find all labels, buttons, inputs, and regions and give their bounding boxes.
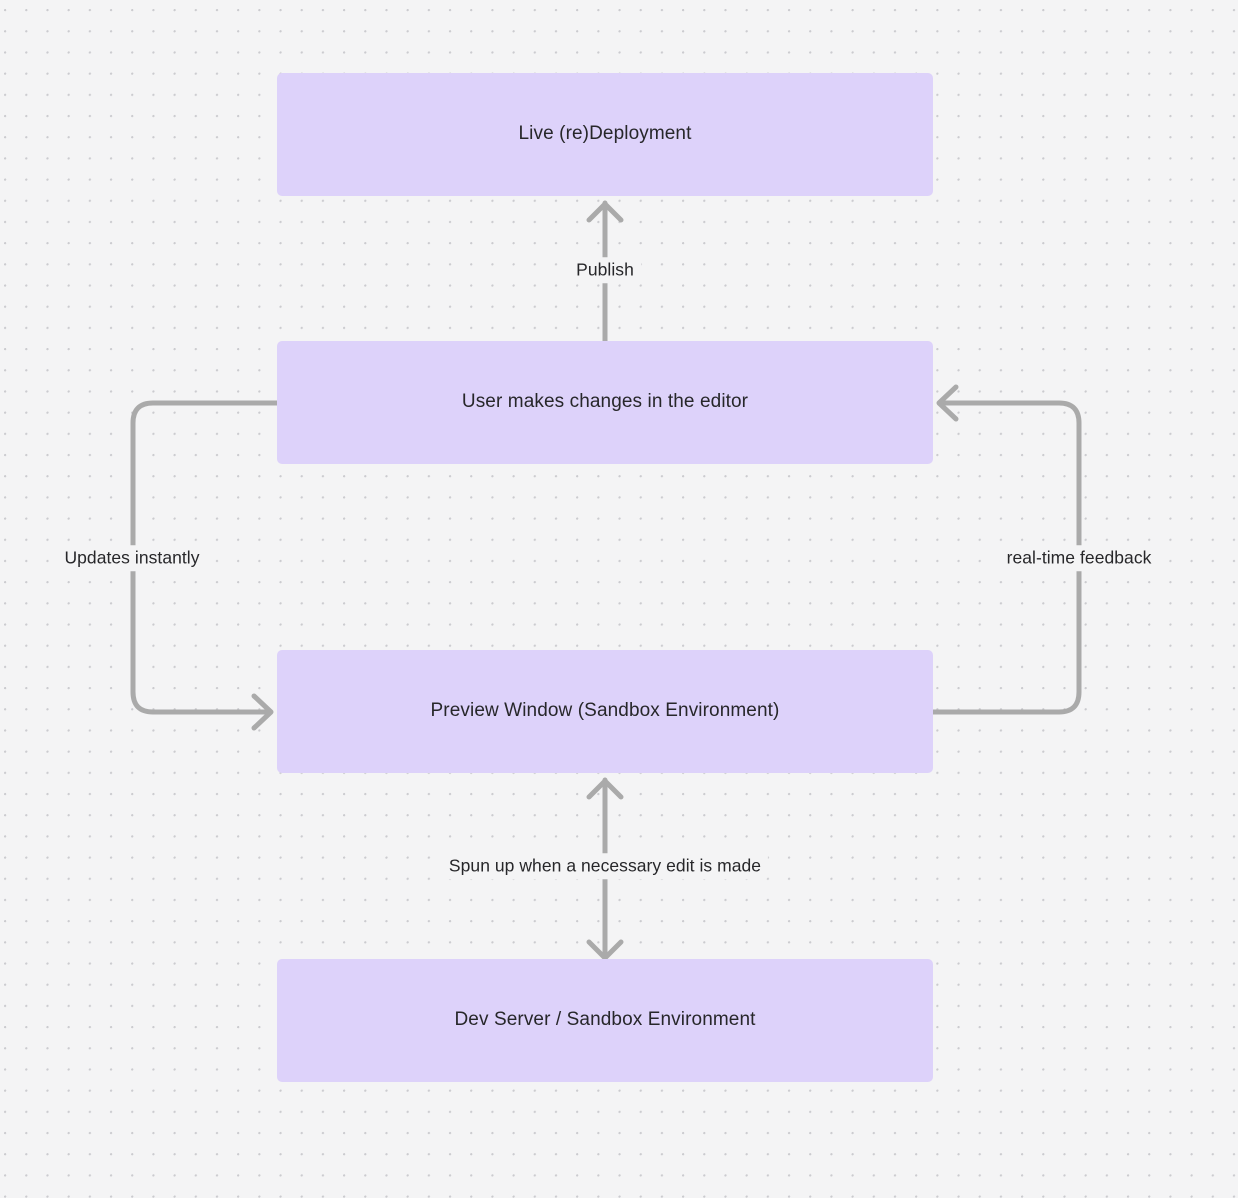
node-dev-server-label: Dev Server / Sandbox Environment xyxy=(454,1009,756,1031)
spun-up-arrowhead-down-icon xyxy=(586,939,624,961)
node-dev-server[interactable]: Dev Server / Sandbox Environment xyxy=(277,959,933,1082)
node-live-deployment[interactable]: Live (re)Deployment xyxy=(277,73,933,196)
publish-arrowhead-icon xyxy=(586,201,624,223)
updates-instantly-arrowhead-icon xyxy=(251,693,274,731)
real-time-feedback-arrowhead-icon xyxy=(936,384,959,422)
edge-label-spun-up[interactable]: Spun up when a necessary edit is made xyxy=(441,853,769,879)
edge-label-real-time-feedback[interactable]: real-time feedback xyxy=(999,545,1159,571)
edge-label-updates-instantly[interactable]: Updates instantly xyxy=(57,545,207,571)
spun-up-arrowhead-up-icon xyxy=(586,778,624,800)
node-user-edits[interactable]: User makes changes in the editor xyxy=(277,341,933,464)
node-user-edits-label: User makes changes in the editor xyxy=(461,391,749,413)
node-preview-window[interactable]: Preview Window (Sandbox Environment) xyxy=(277,650,933,773)
node-live-deployment-label: Live (re)Deployment xyxy=(518,123,692,145)
edge-label-publish[interactable]: Publish xyxy=(569,257,641,283)
node-preview-window-label: Preview Window (Sandbox Environment) xyxy=(430,700,780,722)
